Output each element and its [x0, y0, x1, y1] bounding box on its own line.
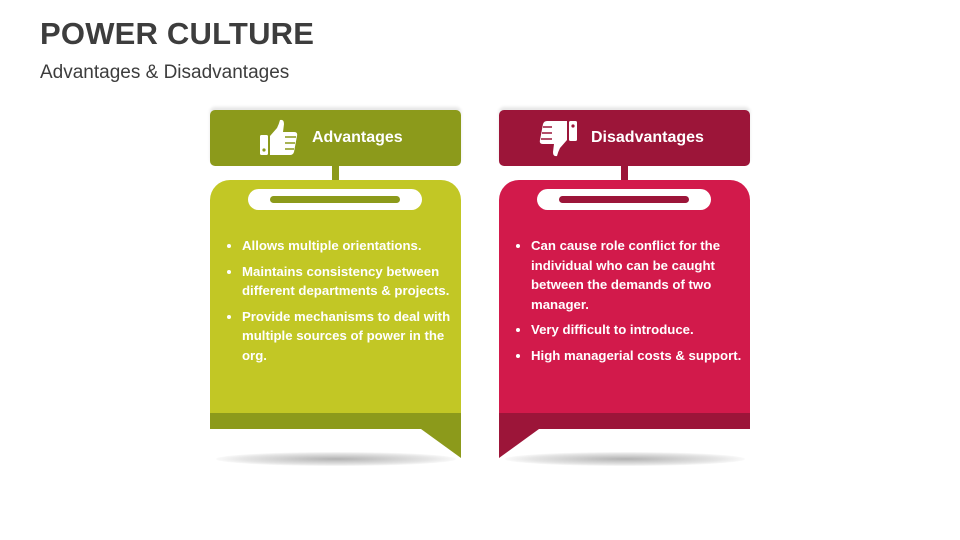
disadvantages-footer-band	[499, 413, 750, 429]
thumbs-up-icon	[258, 117, 300, 159]
list-item: Very difficult to introduce.	[531, 320, 750, 340]
disadvantages-body: Can cause role conflict for the individu…	[499, 180, 750, 429]
advantages-callout-tail	[421, 429, 461, 458]
list-item: Can cause role conflict for the individu…	[531, 236, 750, 314]
disadvantages-label: Disadvantages	[591, 129, 704, 146]
list-item: Allows multiple orientations.	[242, 236, 461, 256]
page-title: POWER CULTURE	[40, 16, 315, 51]
advantages-pill	[248, 189, 422, 210]
advantages-footer-band	[210, 413, 461, 429]
list-item: High managerial costs & support.	[531, 346, 750, 366]
disadvantages-header: Disadvantages	[499, 110, 750, 166]
advantages-list: Allows multiple orientations. Maintains …	[224, 236, 461, 371]
advantages-body: Allows multiple orientations. Maintains …	[210, 180, 461, 429]
disadvantages-list: Can cause role conflict for the individu…	[513, 236, 750, 371]
disadvantages-pill	[537, 189, 711, 210]
disadvantages-callout-tail	[499, 429, 539, 458]
list-item: Maintains consistency between different …	[242, 262, 461, 301]
advantages-shadow	[216, 452, 456, 466]
list-item: Provide mechanisms to deal with multiple…	[242, 307, 461, 366]
page-subtitle: Advantages & Disadvantages	[40, 62, 290, 83]
disadvantages-card: Disadvantages Can cause role conflict fo…	[499, 0, 750, 540]
disadvantages-shadow	[505, 452, 745, 466]
advantages-header: Advantages	[210, 110, 461, 166]
advantages-label: Advantages	[312, 129, 403, 146]
thumbs-down-icon	[537, 117, 579, 159]
advantages-card: Advantages Allows multiple orientations.…	[210, 0, 461, 540]
